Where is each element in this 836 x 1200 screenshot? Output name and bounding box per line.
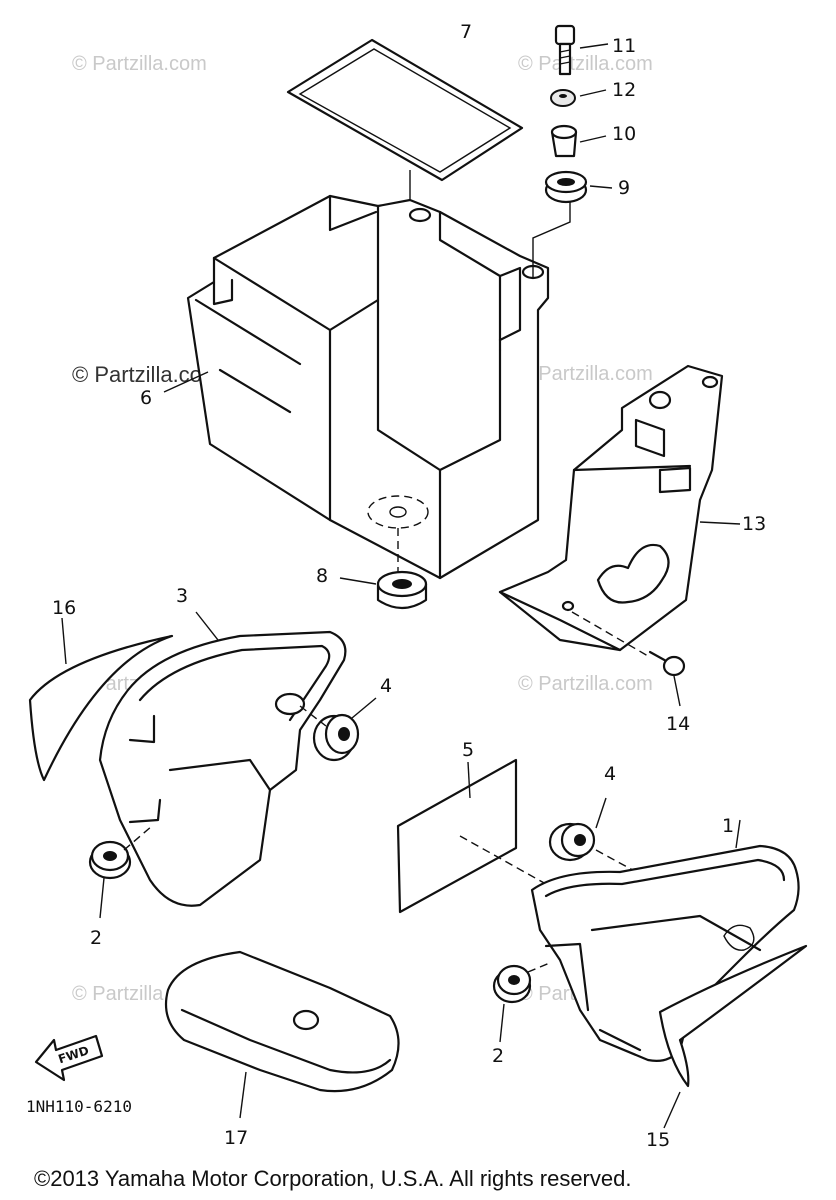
part-2-grommet [492, 961, 553, 1043]
part-2-grommet [88, 825, 153, 919]
part-10-collar [550, 124, 607, 158]
forward-arrow-icon: FWD [34, 1034, 104, 1082]
part-number-1: 1 [722, 815, 734, 837]
part-6-battery-box [163, 194, 571, 580]
part-number-15: 15 [646, 1129, 670, 1151]
part-12-washer [550, 89, 607, 107]
part-number-3: 3 [176, 585, 188, 607]
part-number-4: 4 [380, 675, 392, 697]
part-number-10: 10 [612, 123, 636, 145]
watermark: © Partzilla.com [72, 53, 207, 75]
part-1-right-cover [530, 819, 800, 1062]
part-number-2: 2 [492, 1045, 504, 1067]
part-9-grommet [544, 170, 613, 204]
diagram-code: 1NH110-6210 [26, 1097, 132, 1116]
part-number-4: 4 [604, 763, 616, 785]
watermark: © Partzilla.com [518, 363, 653, 385]
part-number-7: 7 [460, 21, 472, 43]
part-4-grommet [548, 797, 641, 875]
watermark: © Partzilla.com [518, 673, 653, 695]
part-number-6: 6 [140, 387, 152, 409]
part-number-5: 5 [462, 739, 474, 761]
part-16-strip [28, 617, 174, 782]
part-number-2: 2 [90, 927, 102, 949]
part-4-grommet [299, 697, 377, 762]
copyright-notice: ©2013 Yamaha Motor Corporation, U.S.A. A… [34, 1166, 631, 1191]
part-11-bolt [554, 24, 609, 76]
part-3-left-cover [98, 611, 347, 907]
part-13-bracket [498, 364, 741, 657]
part-14-screw [648, 650, 686, 707]
watermark-main: © Partzilla.com [72, 362, 220, 387]
part-number-14: 14 [666, 713, 690, 735]
watermark: © Partzilla.com [518, 53, 653, 75]
part-17-pad [164, 950, 400, 1119]
part-15-strip [658, 944, 808, 1129]
part-number-16: 16 [52, 597, 76, 619]
part-number-17: 17 [224, 1127, 248, 1149]
part-number-9: 9 [618, 177, 630, 199]
part-numbers: 1 2 2 3 4 4 5 6 7 8 9 10 11 12 13 14 15 … [52, 21, 766, 1151]
part-number-12: 12 [612, 79, 636, 101]
part-number-8: 8 [316, 565, 328, 587]
part-8-grommet [339, 570, 428, 610]
part-number-11: 11 [612, 35, 636, 57]
part-number-13: 13 [742, 513, 766, 535]
